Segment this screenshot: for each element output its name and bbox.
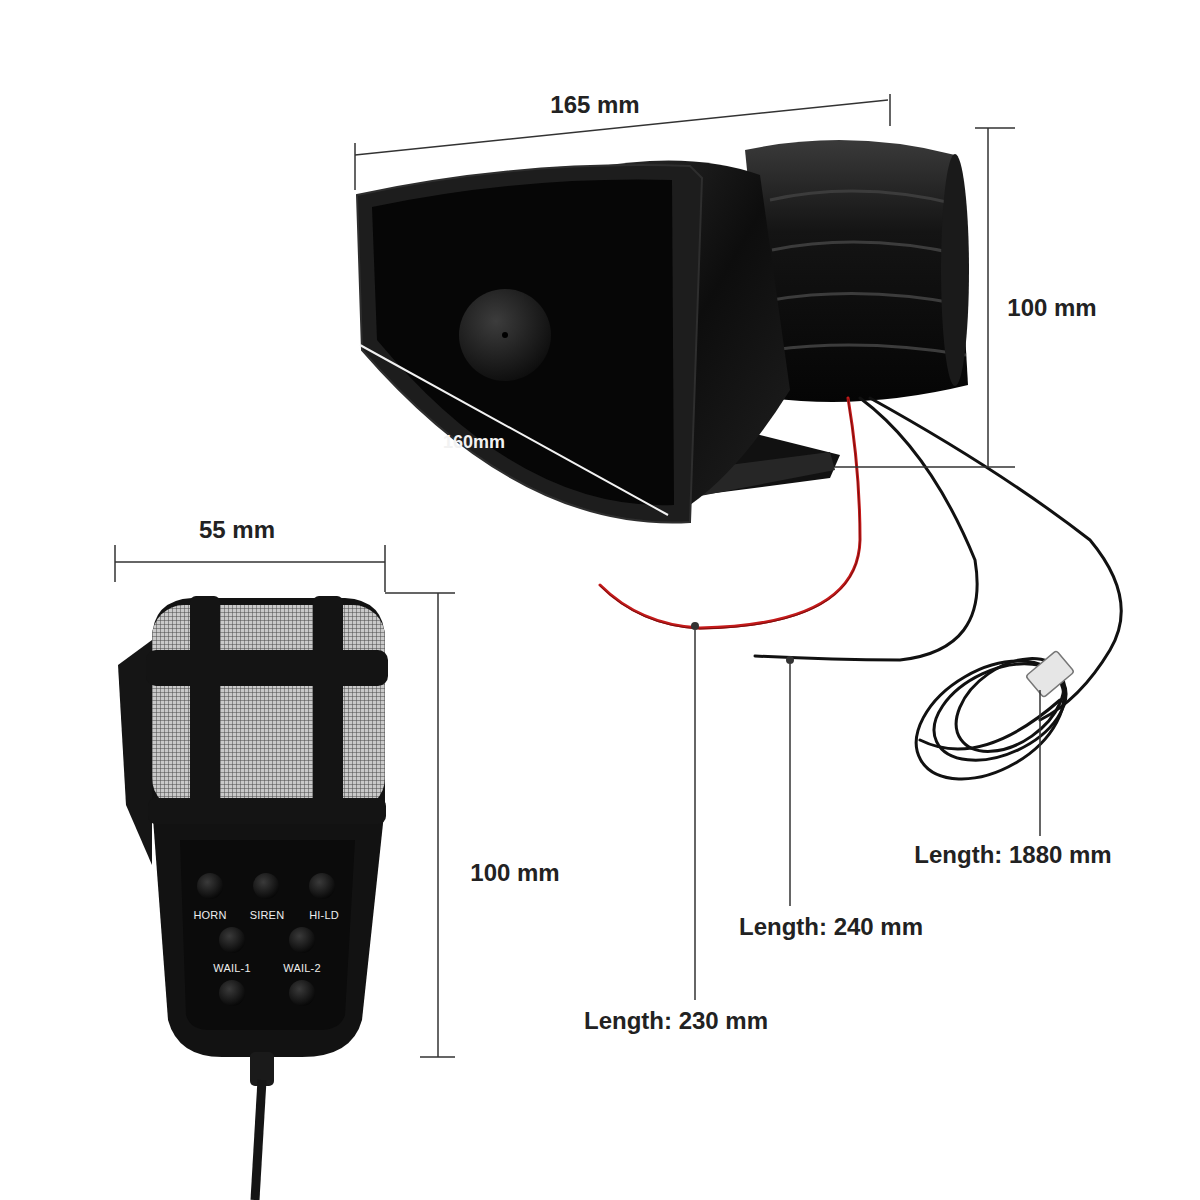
- dimension-label: 55 mm: [199, 517, 275, 543]
- button-label: WAIL-2: [283, 962, 320, 974]
- button-label: HI-LD: [309, 909, 339, 921]
- horn-speaker: [357, 140, 969, 522]
- speaker-wires: [600, 398, 1121, 803]
- length-label: Length: 240 mm: [739, 914, 923, 940]
- rj-plug: [1026, 650, 1075, 697]
- dimension-label: 100 mm: [470, 860, 559, 886]
- microphone: [118, 596, 388, 1200]
- button-label: SIREN: [250, 909, 285, 921]
- mic-grille: [152, 605, 385, 810]
- button-label: HORN: [193, 909, 226, 921]
- mic-buttons: [197, 873, 335, 1006]
- dimension-label: 165 mm: [550, 92, 639, 118]
- horn-cone: [459, 289, 551, 381]
- button-label: WAIL-1: [213, 962, 250, 974]
- horn-mouth: [357, 165, 702, 522]
- dimension-lines: [115, 94, 1040, 1057]
- length-label: Length: 230 mm: [584, 1008, 768, 1034]
- dimension-label: 160mm: [443, 433, 505, 453]
- dimension-line: [360, 345, 668, 515]
- length-label: Length: 1880 mm: [914, 842, 1111, 868]
- mic-cord: [255, 1080, 262, 1200]
- dimension-label: 100 mm: [1007, 295, 1096, 321]
